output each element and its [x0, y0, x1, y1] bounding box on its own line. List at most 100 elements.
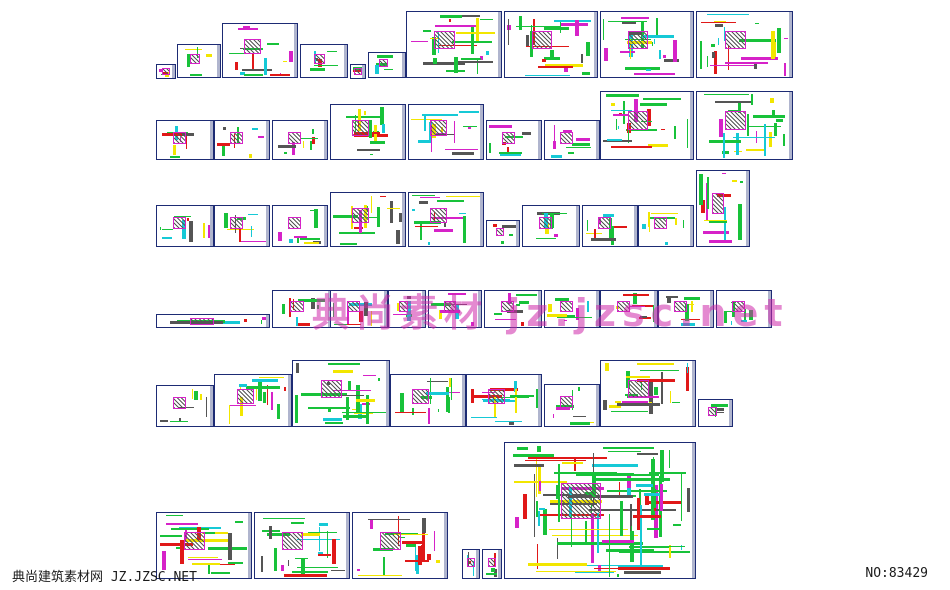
drawing-detail-mark [393, 314, 411, 315]
drawing-detail-mark [664, 59, 679, 62]
drawing-detail-mark [292, 142, 295, 155]
drawing-detail-mark [331, 570, 345, 571]
drawing-detail-mark [486, 51, 489, 55]
drawing-detail-mark [202, 532, 228, 534]
drawing-detail-mark [508, 19, 509, 45]
drawing-detail-mark [606, 94, 639, 97]
drawing-detail-mark [701, 200, 705, 213]
drawing-detail-mark [499, 152, 522, 154]
drawing-detail-mark [725, 311, 732, 312]
hatched-section [561, 483, 601, 519]
drawing-detail-mark [613, 114, 628, 116]
drawing-detail-mark [171, 528, 209, 530]
drawing-detail-mark [738, 204, 742, 240]
drawing-detail-mark [636, 484, 653, 487]
drawing-detail-mark [528, 457, 607, 459]
drawing-detail-mark [454, 121, 455, 143]
hatched-section [380, 532, 401, 550]
drawing-detail-mark [617, 403, 660, 406]
drawing-detail-mark [564, 68, 568, 72]
drawing-detail-mark [639, 317, 651, 319]
drawing-detail-mark [263, 518, 305, 519]
drawing-detail-mark [301, 559, 305, 574]
drawing-detail-mark [242, 69, 272, 71]
drawing-detail-mark [291, 522, 304, 524]
drawing-detail-mark [611, 110, 632, 111]
drawing-detail-mark [165, 72, 169, 77]
drawing-detail-mark [186, 539, 228, 542]
drawing-detail-mark [634, 73, 675, 75]
drawing-detail-mark [769, 132, 772, 147]
drawing-detail-mark [200, 394, 202, 400]
drawing-detail-mark [189, 221, 193, 242]
drawing-detail-mark [637, 363, 674, 365]
drawing-detail-mark [562, 462, 583, 464]
drawing-detail-mark [252, 379, 278, 382]
drawing-detail-mark [208, 225, 210, 238]
drawing-detail-mark [514, 464, 544, 467]
drawing-detail-mark [312, 137, 315, 144]
drawing-detail-mark [267, 43, 279, 45]
drawing-detail-mark [224, 213, 228, 228]
drawing-detail-mark [687, 488, 690, 512]
drawing-detail-mark [715, 101, 751, 103]
footer-number: NO:83429 [865, 566, 928, 581]
drawing-detail-mark [166, 515, 183, 516]
drawing-detail-mark [311, 298, 315, 309]
drawing-sheet [696, 170, 750, 247]
drawing-detail-mark [663, 55, 666, 58]
drawing-detail-mark [685, 304, 694, 305]
drawing-detail-mark [318, 552, 323, 554]
drawing-detail-mark [241, 241, 266, 242]
drawing-detail-mark [649, 472, 686, 474]
drawing-detail-mark [717, 194, 731, 197]
drawing-detail-mark [654, 508, 656, 511]
drawing-detail-mark [644, 493, 663, 496]
drawing-sheet [292, 360, 390, 427]
drawing-detail-mark [649, 215, 650, 232]
drawing-detail-mark [422, 114, 458, 116]
drawing-detail-mark [373, 548, 393, 551]
drawing-detail-mark [653, 489, 656, 511]
drawing-sheet [638, 205, 694, 247]
drawing-detail-mark [571, 514, 572, 547]
drawing-sheet [156, 512, 252, 579]
drawing-detail-mark [229, 53, 246, 54]
drawing-detail-mark [249, 154, 252, 158]
drawing-detail-mark [500, 154, 521, 156]
drawing-detail-mark [615, 401, 621, 403]
drawing-detail-mark [420, 221, 422, 240]
drawing-detail-mark [358, 109, 361, 131]
drawing-detail-mark [596, 474, 659, 476]
drawing-detail-mark [439, 310, 442, 319]
drawing-detail-mark [586, 42, 590, 56]
drawing-detail-mark [390, 201, 393, 223]
drawing-detail-mark [553, 141, 556, 149]
drawing-detail-mark [616, 306, 619, 309]
drawing-detail-mark [310, 210, 315, 211]
drawing-detail-mark [240, 384, 241, 390]
hatched-section [502, 132, 515, 144]
hatched-section [173, 217, 186, 229]
drawing-detail-mark [587, 220, 588, 231]
drawing-detail-mark [741, 57, 778, 60]
drawing-sheet [600, 360, 696, 427]
drawing-sheet [582, 205, 638, 247]
drawing-detail-mark [471, 417, 497, 418]
drawing-detail-mark [594, 478, 670, 481]
drawing-detail-mark [724, 27, 725, 41]
drawing-detail-mark [424, 115, 426, 131]
drawing-detail-mark [573, 317, 592, 318]
drawing-detail-mark [271, 392, 273, 410]
drawing-detail-mark [609, 218, 612, 239]
drawing-detail-mark [432, 217, 464, 219]
drawing-detail-mark [776, 119, 783, 122]
drawing-detail-mark [334, 324, 347, 325]
drawing-detail-mark [328, 363, 360, 365]
drawing-detail-mark [660, 484, 663, 511]
drawing-detail-mark [489, 143, 491, 153]
drawing-detail-mark [422, 518, 426, 533]
drawing-sheet [352, 512, 448, 579]
drawing-detail-mark [240, 397, 243, 416]
drawing-detail-mark [197, 47, 198, 58]
